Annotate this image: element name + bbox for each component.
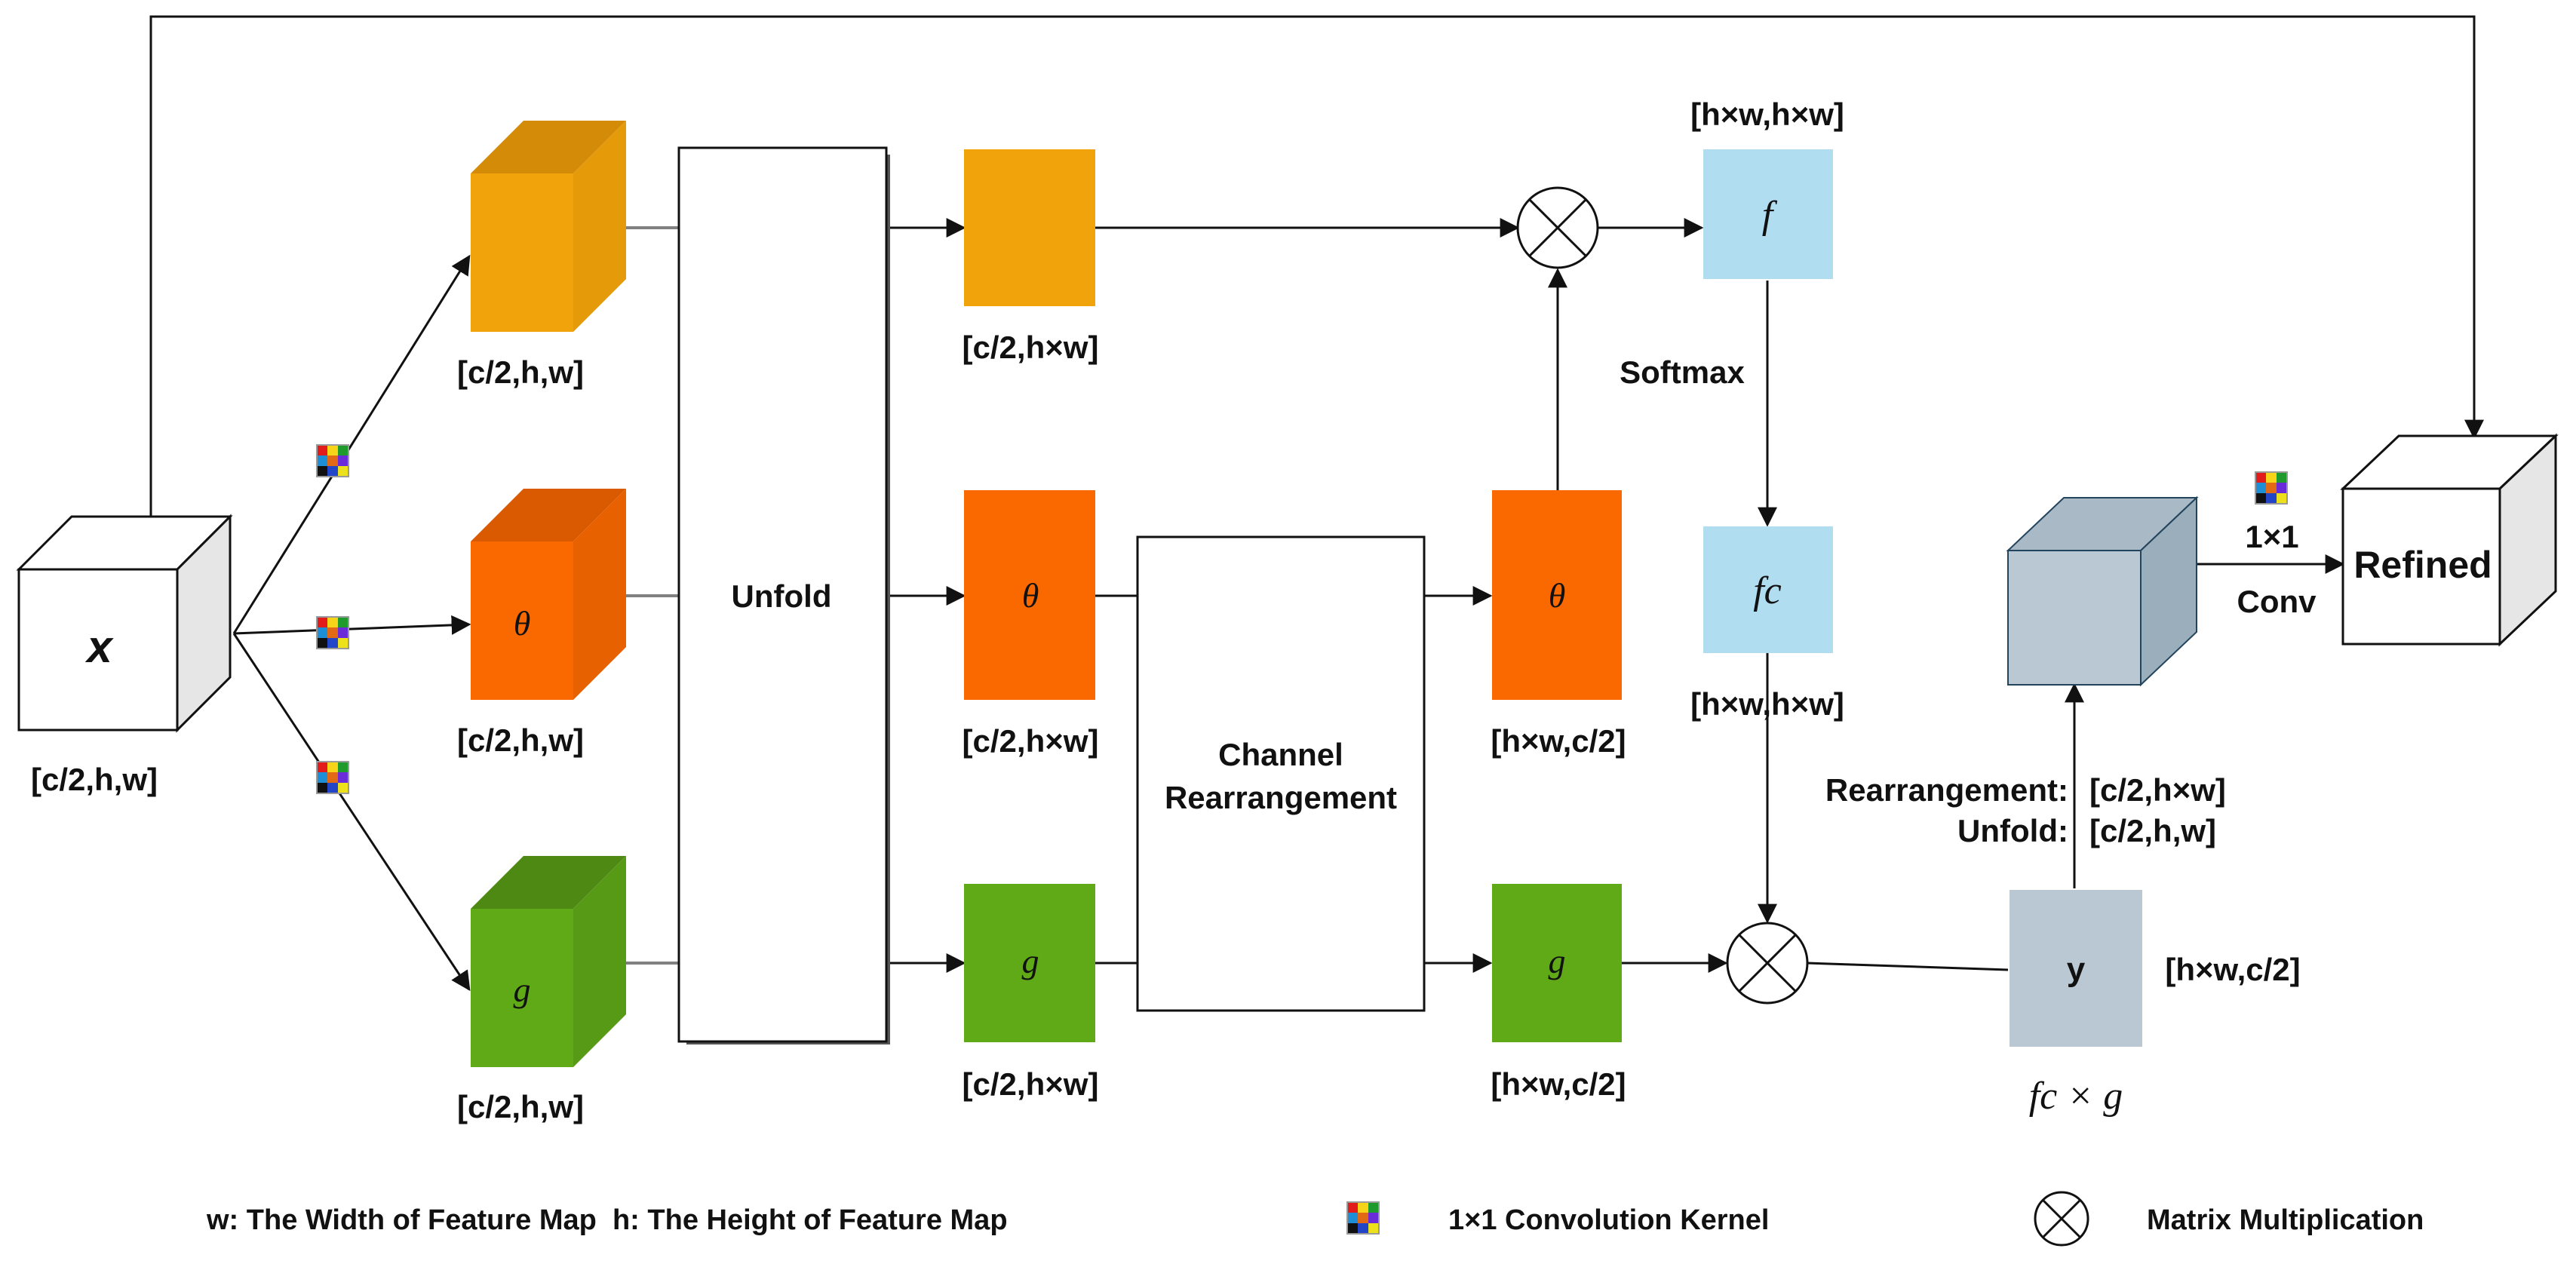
channel-rearrangement-block: Channel Rearrangement	[1136, 535, 1426, 1012]
phi-map-unfolded-symbol: θ	[1022, 576, 1039, 615]
fc-map	[1703, 526, 1833, 653]
rearrangement-dims-value: [c/2,h×w]	[2089, 772, 2226, 808]
conv-kernel-icon-output	[2255, 471, 2288, 505]
matmul-operator-bottom	[1726, 922, 1809, 1005]
g-map-rearranged	[1492, 884, 1622, 1042]
conv-kernel-icon-mid	[316, 616, 349, 649]
legend-matmul-label: Matrix Multiplication	[2147, 1204, 2424, 1236]
channel-rearrangement-line1: Channel	[1218, 737, 1343, 772]
rearrangement-dims-label: Rearrangement:	[1825, 772, 2068, 808]
phi-cube: θ	[471, 489, 626, 700]
edge-matmul-to-y	[1807, 962, 2009, 971]
legend-matmul-icon	[2034, 1191, 2089, 1247]
refined-label: Refined	[2353, 544, 2492, 586]
skip-connection-arrow	[149, 15, 2484, 520]
unfold-dims-value: [c/2,h,w]	[2089, 813, 2216, 848]
softmax-label: Softmax	[1620, 354, 1745, 390]
y-shape-label: [h×w,c/2]	[2165, 952, 2300, 987]
input-shape-label: [c/2,h,w]	[31, 762, 158, 797]
theta-map-unfolded	[964, 149, 1095, 306]
matmul-operator-top	[1516, 186, 1599, 269]
g-map-rearranged-shape: [h×w,c/2]	[1491, 1066, 1626, 1102]
conv-label-top: 1×1	[2245, 519, 2298, 554]
theta-map-unfolded-shape: [c/2,h×w]	[963, 330, 1099, 365]
phi-map-rearranged	[1492, 490, 1622, 700]
y-map	[2010, 890, 2142, 1047]
theta-cube	[471, 121, 626, 332]
unfold-dims-label: Unfold:	[1957, 813, 2068, 848]
phi-map-unfolded	[964, 490, 1095, 700]
phi-map-rearranged-symbol: θ	[1549, 576, 1566, 615]
legend-conv-kernel-label: 1×1 Convolution Kernel	[1448, 1204, 1769, 1236]
g-cube-shape: [c/2,h,w]	[457, 1089, 584, 1124]
g-map-rearranged-symbol: g	[1549, 942, 1566, 980]
conv-label-bottom: Conv	[2237, 584, 2317, 619]
f-map	[1703, 149, 1833, 279]
channel-rearrangement-line2: Rearrangement	[1165, 780, 1397, 815]
phi-map-rearranged-shape: [h×w,c/2]	[1491, 723, 1626, 759]
edge-x-to-phi	[233, 615, 471, 635]
input-symbol: x	[84, 621, 114, 672]
g-cube-symbol: g	[514, 971, 531, 1009]
fc-shape-label: [h×w,h×w]	[1690, 686, 1844, 722]
g-map-unfolded-symbol: g	[1022, 942, 1039, 980]
output-cube	[2006, 495, 2199, 687]
unfold-block: Unfold	[677, 146, 890, 1044]
unfold-label: Unfold	[732, 578, 832, 614]
y-formula: fc × g	[2029, 1075, 2123, 1118]
edge-x-to-g	[232, 633, 471, 992]
conv-kernel-icon-bot	[316, 761, 349, 794]
legend-conv-kernel-icon	[1346, 1201, 1380, 1235]
phi-map-unfolded-shape: [c/2,h×w]	[963, 723, 1099, 759]
phi-cube-symbol: θ	[514, 604, 531, 643]
g-map-unfolded-shape: [c/2,h×w]	[963, 1066, 1099, 1102]
g-cube: g	[471, 856, 626, 1067]
y-map-label: y	[2067, 951, 2086, 988]
legend-dimensions: w: The Width of Feature Map h: The Heigh…	[206, 1204, 1008, 1236]
edge-x-to-theta	[232, 254, 471, 634]
input-cube: x	[16, 514, 233, 733]
refined-cube: Refined	[2340, 433, 2559, 647]
fc-map-symbol: fc	[1753, 569, 1782, 612]
phi-cube-shape: [c/2,h,w]	[457, 722, 584, 758]
theta-cube-shape: [c/2,h,w]	[457, 354, 584, 390]
g-map-unfolded	[964, 884, 1095, 1042]
conv-kernel-icon-top	[316, 444, 349, 477]
f-shape-label: [h×w,h×w]	[1690, 97, 1844, 132]
